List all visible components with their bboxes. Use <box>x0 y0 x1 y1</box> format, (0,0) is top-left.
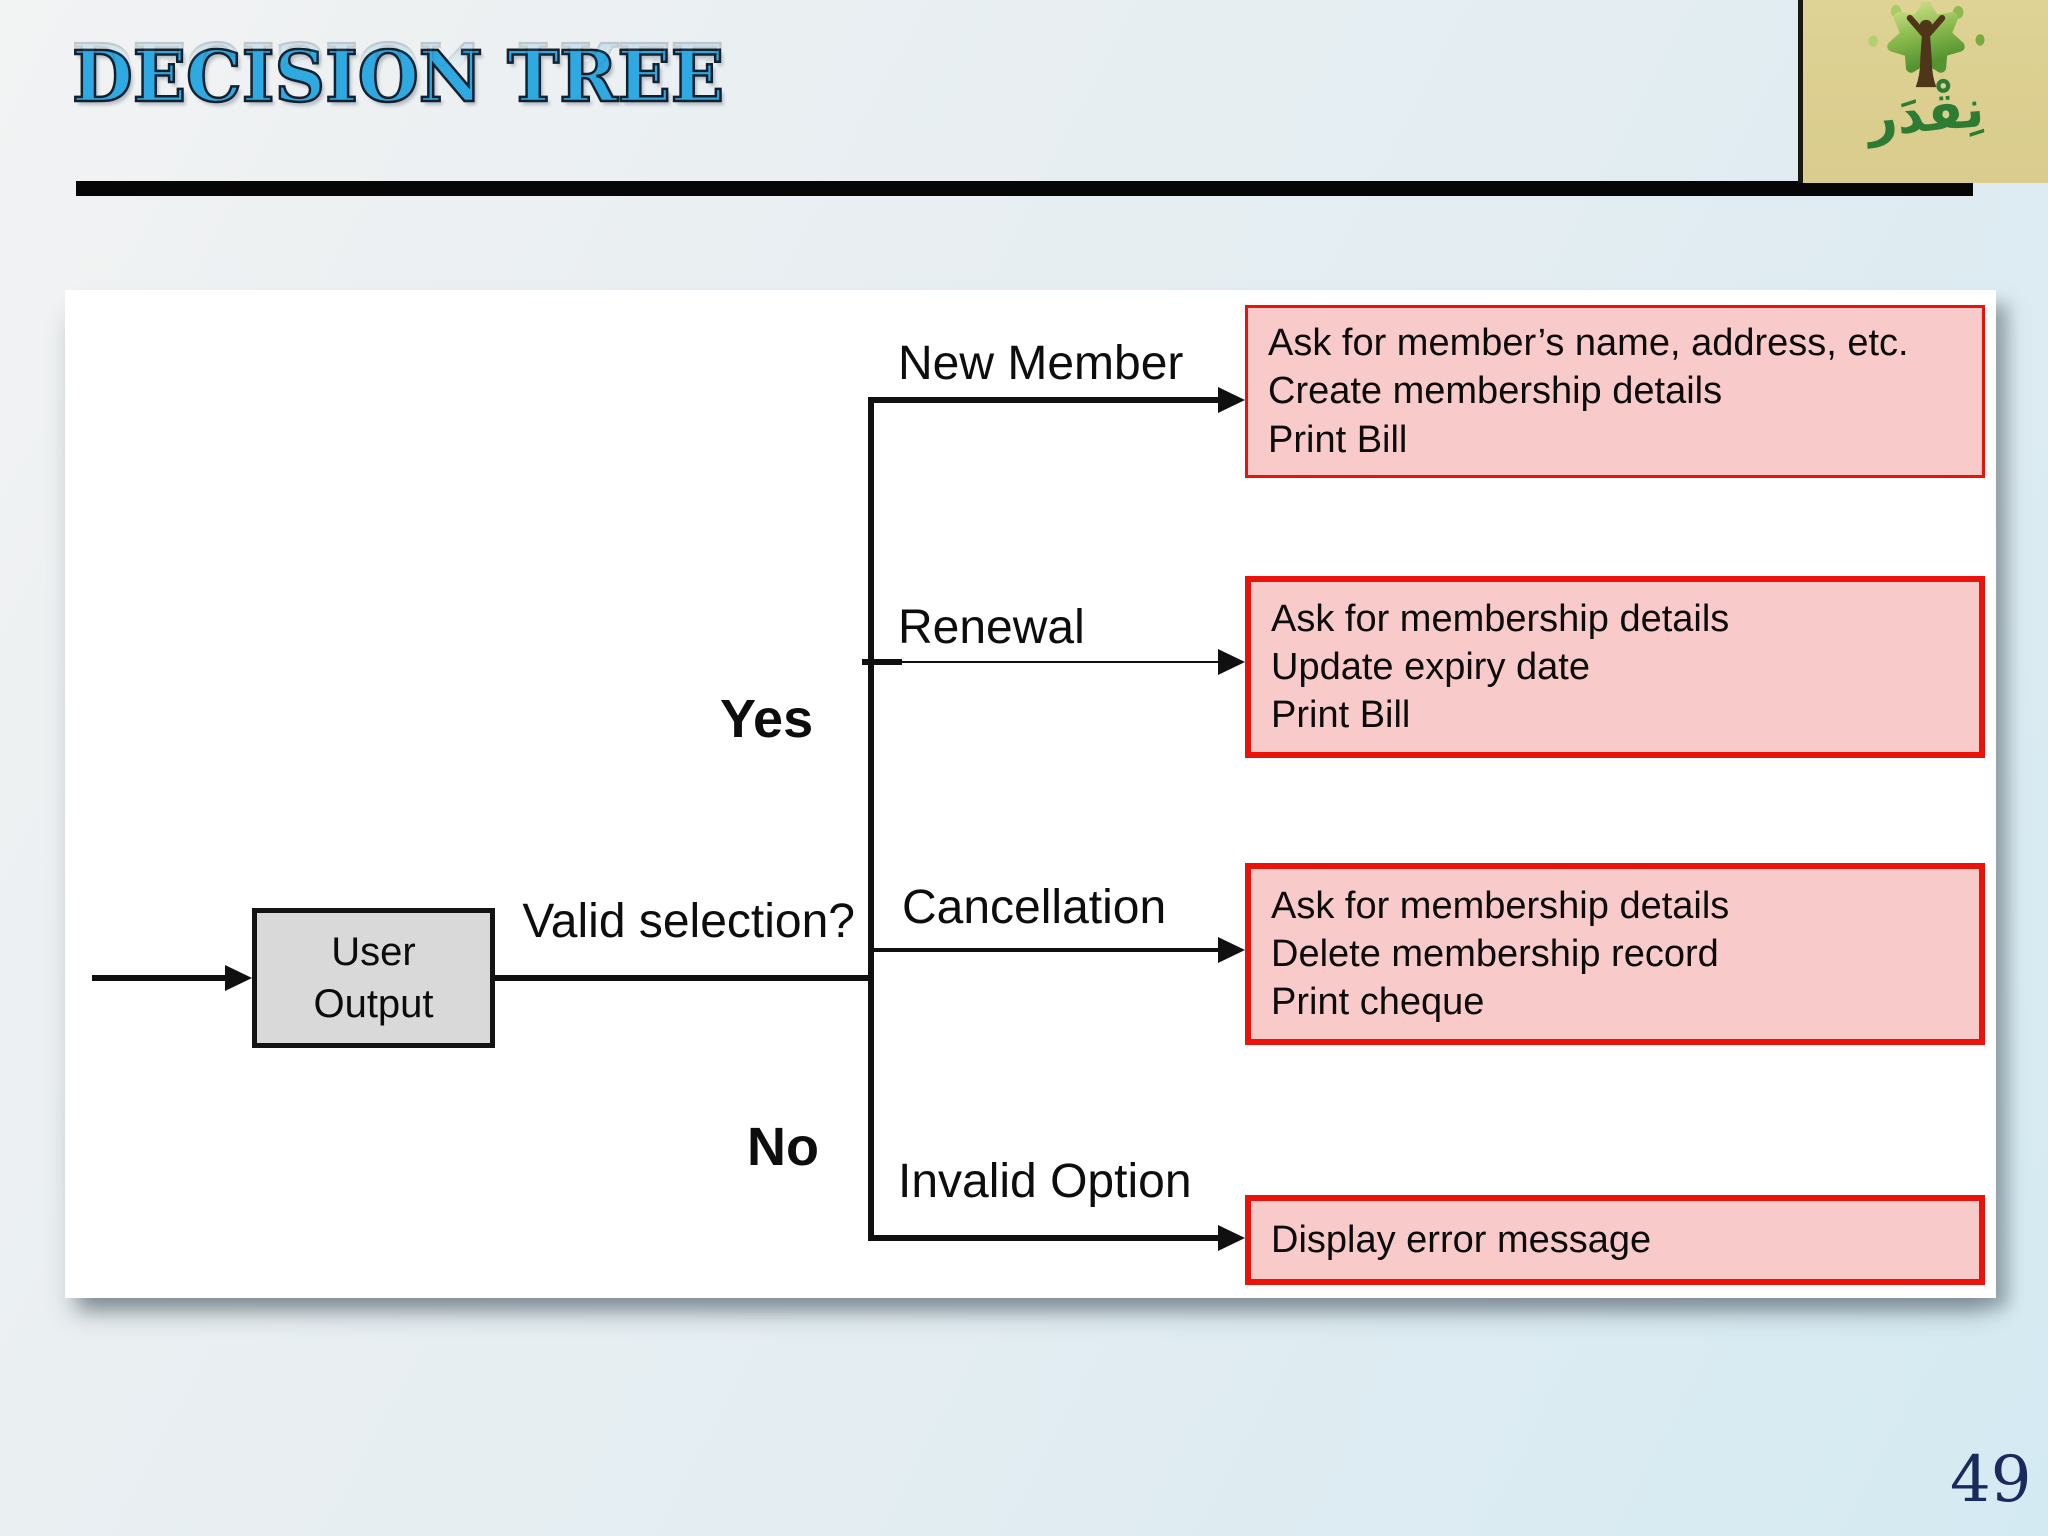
tree-logo-icon <box>1868 2 1985 88</box>
branch-stub-renewal <box>862 659 902 665</box>
branch-arrowhead-renewal-icon <box>1218 649 1245 675</box>
question-label: Valid selection? <box>522 895 855 948</box>
user-output-node: User Output <box>252 908 495 1048</box>
branch-arrowhead-cancellation-icon <box>1218 937 1245 963</box>
user-output-line1: User <box>331 930 416 974</box>
action-line: Create membership details <box>1268 370 1723 413</box>
action-line: Delete membership record <box>1271 932 1719 975</box>
page-title: DECISION TREE <box>71 35 726 118</box>
yes-label: Yes <box>720 689 814 749</box>
branch-line-renewal <box>902 661 1219 663</box>
organization-logo: نِقْدَر <box>1798 0 2048 183</box>
action-line: Ask for membership details <box>1271 597 1730 640</box>
user-output-line2: Output <box>313 982 434 1026</box>
action-box-cancellation: Ask for membership details Delete member… <box>1245 863 1985 1045</box>
action-line: Print cheque <box>1271 981 1485 1024</box>
incoming-arrowhead-icon <box>225 965 252 991</box>
title-divider <box>76 181 1973 196</box>
title-block: DECISION TREE DECISION TREE <box>71 27 972 172</box>
decision-tree-diagram: User Output Valid selection? Yes No New … <box>65 290 1996 1298</box>
action-box-new-member: Ask for member’s name, address, etc. Cre… <box>1245 305 1985 478</box>
page-title-reflection: DECISION TREE <box>71 27 725 104</box>
action-line: Update expiry date <box>1271 645 1590 688</box>
branch-label-invalid-option: Invalid Option <box>898 1155 1192 1208</box>
action-line: Print Bill <box>1268 418 1408 461</box>
branch-line-new-member <box>868 397 1219 403</box>
branch-arrowhead-invalid-option-icon <box>1218 1225 1245 1251</box>
decision-trunk-line <box>868 397 874 1241</box>
action-line: Print Bill <box>1271 694 1411 737</box>
action-line: Ask for membership details <box>1271 884 1730 927</box>
page-number: 49 <box>1950 1443 2032 1517</box>
main-line <box>495 975 873 981</box>
action-box-invalid-option: Display error message <box>1245 1195 1985 1285</box>
logo-arabic-text: نِقْدَر <box>1864 79 1987 149</box>
action-line: Display error message <box>1271 1218 1652 1261</box>
action-line: Ask for member’s name, address, etc. <box>1268 322 1909 365</box>
branch-line-cancellation <box>868 948 1219 952</box>
action-box-renewal: Ask for membership details Update expiry… <box>1245 576 1985 758</box>
no-label: No <box>747 1117 819 1177</box>
branch-line-invalid-option <box>868 1235 1219 1241</box>
branch-label-renewal: Renewal <box>898 601 1085 654</box>
incoming-line <box>92 975 227 981</box>
branch-label-new-member: New Member <box>898 337 1184 390</box>
branch-label-cancellation: Cancellation <box>902 881 1167 934</box>
branch-arrowhead-new-member-icon <box>1218 387 1245 413</box>
